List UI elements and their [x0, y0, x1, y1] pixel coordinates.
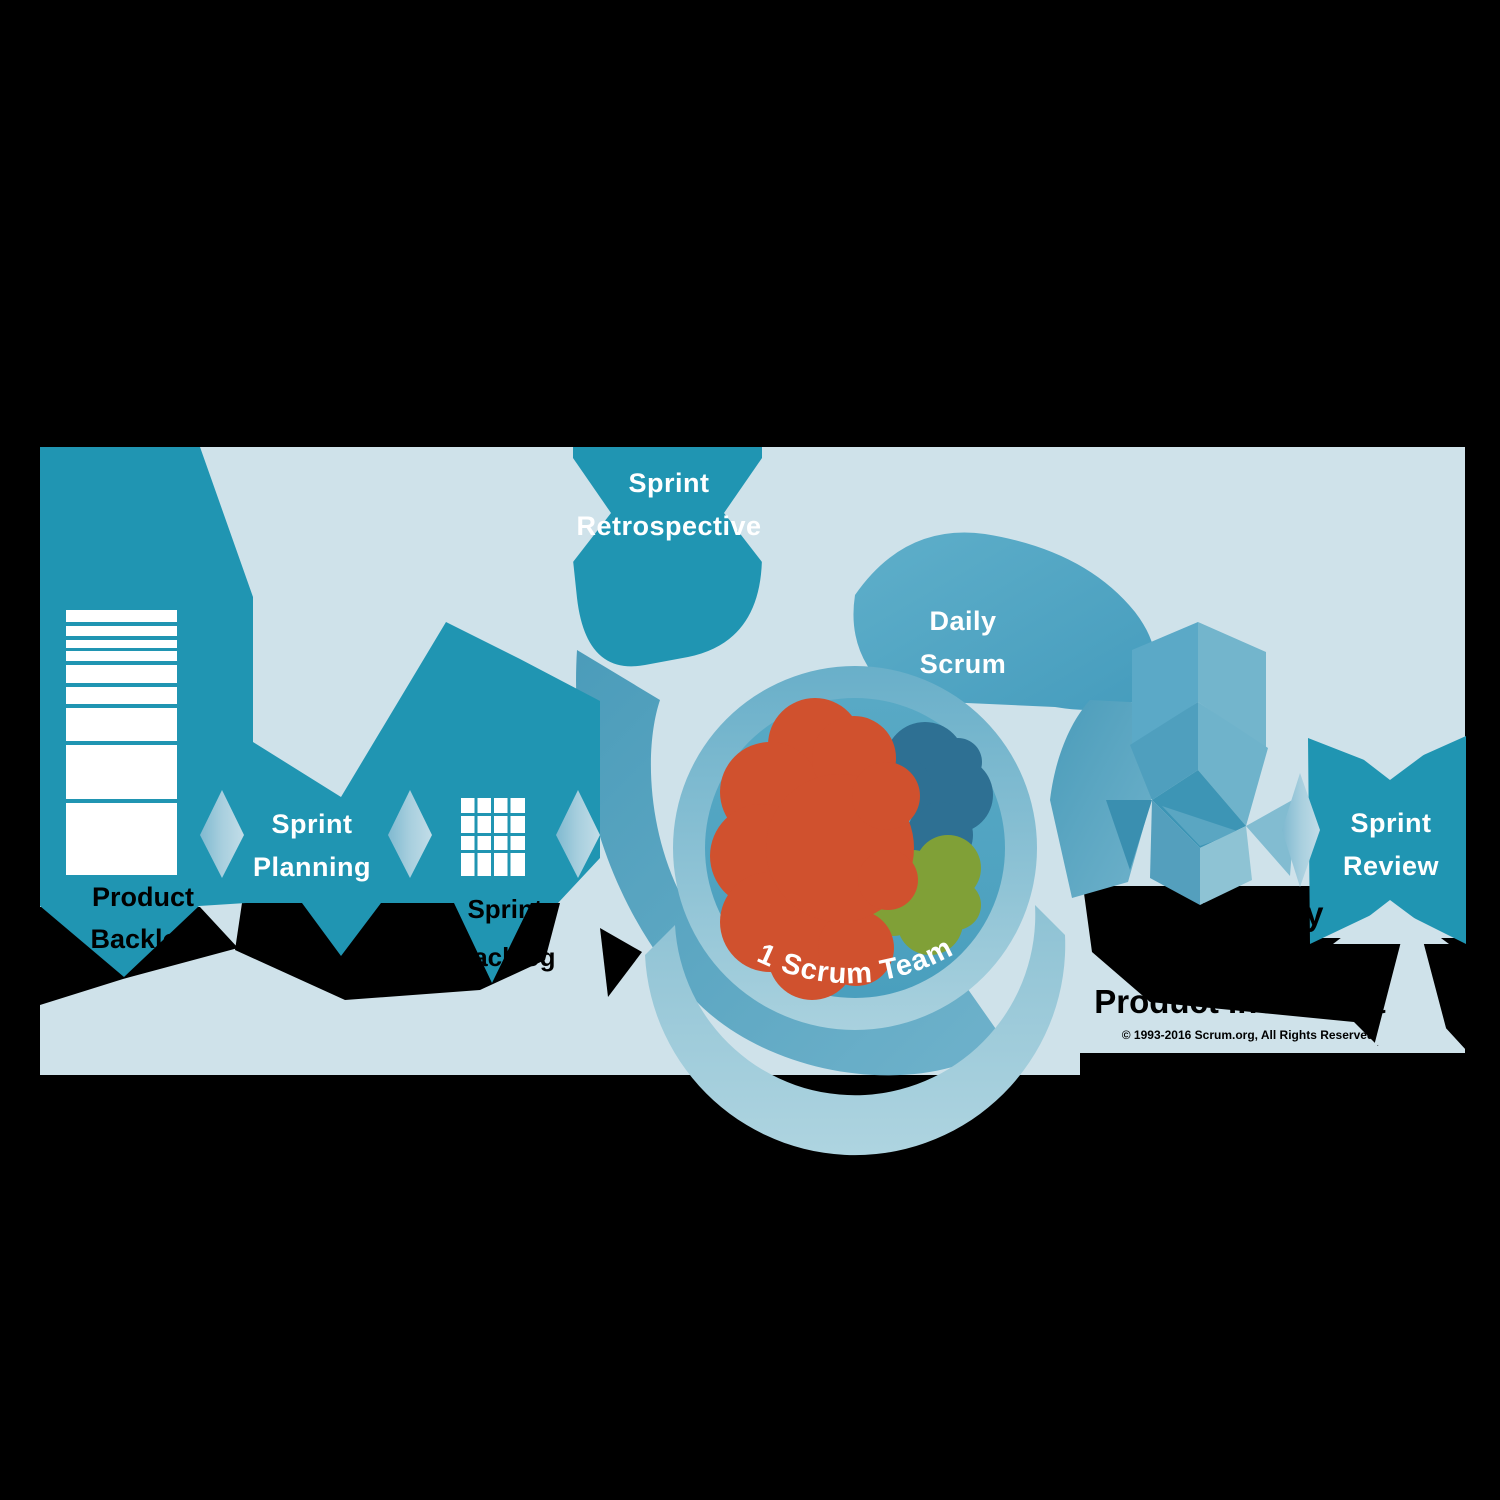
- daily-scrum-cloud: [853, 532, 1156, 710]
- sprint-loop-bottom: [645, 905, 1066, 1156]
- sprint-loop-left: [576, 650, 1005, 1076]
- sprint-retrospective-label: Retrospective: [576, 511, 761, 541]
- diamond-arrow-icon: [1282, 773, 1320, 887]
- sprint-review-label: Review: [1343, 851, 1440, 881]
- sprint-backlog-label: Backlog: [454, 942, 555, 972]
- black-labels: Product Backlog Sprint Backlog Potential…: [90, 882, 1385, 1042]
- sprint-planning-label: Sprint: [272, 809, 353, 839]
- increment-label: Shippable: [1161, 939, 1319, 976]
- diamond-arrow-icons: [200, 773, 1320, 887]
- sprint-retrospective-shield: [573, 447, 762, 667]
- backlog-bars-icon: [66, 610, 177, 875]
- product-backlog-label: Backlog: [90, 924, 195, 954]
- diamond-arrow-icon: [388, 790, 432, 878]
- product-backlog-label: Product: [92, 882, 194, 912]
- sprint-planning-label: Planning: [253, 852, 371, 882]
- copyright-caption: © 1993-2016 Scrum.org, All Rights Reserv…: [1122, 1028, 1375, 1042]
- increment-label: Potentially: [1157, 895, 1325, 932]
- increment-label: Product Increment: [1094, 983, 1386, 1020]
- diamond-arrow-icon: [556, 790, 600, 878]
- sprint-review-banner: [1308, 736, 1466, 944]
- scrum-team-circle: 1 Scrum Team: [673, 666, 1037, 1030]
- task-grid-icon: [461, 798, 525, 876]
- sprint-backlog-label: Sprint: [467, 894, 542, 924]
- planning-banner-group: [40, 447, 600, 983]
- increment-box-icon: [1106, 622, 1296, 905]
- sprint-review-label: Sprint: [1351, 808, 1432, 838]
- sprint-retrospective-label: Sprint: [629, 468, 710, 498]
- daily-scrum-label: Daily: [929, 606, 996, 636]
- diamond-arrow-icon: [200, 790, 244, 878]
- light-peak: [1374, 899, 1446, 1046]
- white-labels: Sprint Planning Sprint Retrospective Dai…: [253, 468, 1440, 882]
- development-team-blob: [710, 698, 920, 1000]
- daily-scrum-label: Scrum: [920, 649, 1007, 679]
